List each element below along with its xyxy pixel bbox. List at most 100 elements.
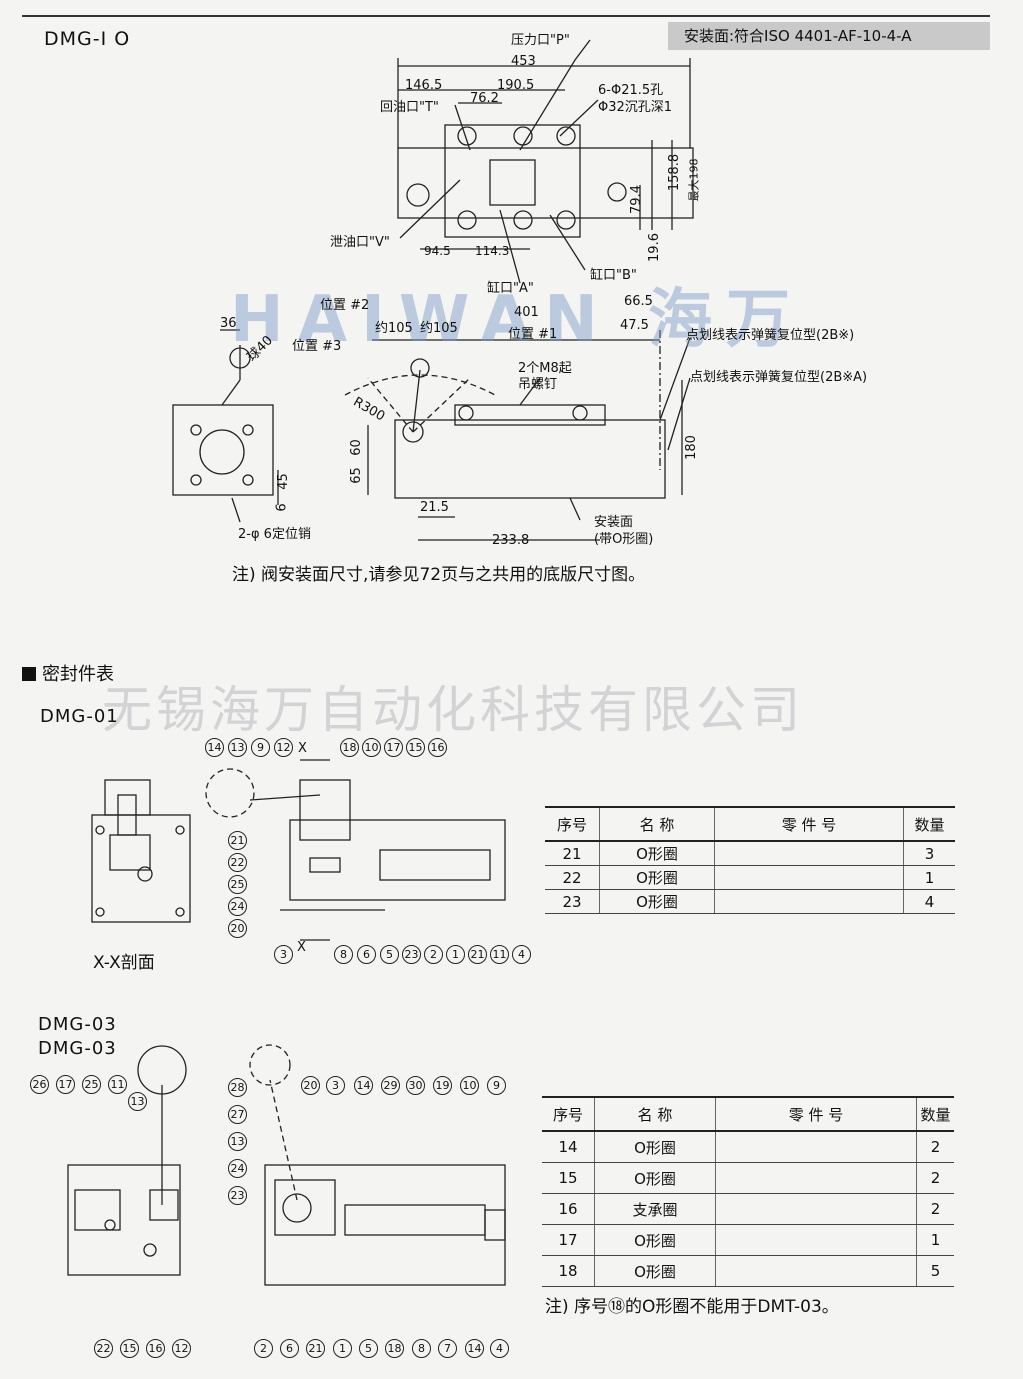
dim-19: 19.6 bbox=[646, 233, 662, 262]
bubble: 27 bbox=[228, 1105, 247, 1124]
bubble: 5 bbox=[359, 1339, 378, 1358]
bubble: 5 bbox=[380, 945, 399, 964]
label-pos2: 位置 #2 bbox=[320, 298, 370, 313]
table-cell bbox=[714, 889, 904, 914]
bubble: 20 bbox=[301, 1076, 320, 1095]
table-cell: 15 bbox=[542, 1162, 595, 1194]
bubble: 8 bbox=[334, 945, 353, 964]
dim-45: 45 bbox=[275, 473, 291, 490]
top-rule bbox=[22, 15, 990, 17]
bubble: 4 bbox=[512, 945, 531, 964]
dmg03-section-body bbox=[67, 1164, 181, 1276]
bubble: 14 bbox=[465, 1339, 484, 1358]
label-pressure-port: 压力口"P" bbox=[511, 33, 570, 48]
table-cell: 21 bbox=[545, 841, 600, 866]
table-cell: 1 bbox=[916, 1224, 954, 1256]
dim-190: 190.5 bbox=[497, 78, 535, 93]
dim-36: 36 bbox=[220, 316, 237, 331]
dim-65: 65 bbox=[348, 467, 364, 484]
col-qty: 数量 bbox=[916, 1096, 954, 1132]
bubble: 12 bbox=[274, 738, 293, 757]
label-mount-face: 安装面 bbox=[594, 515, 634, 530]
label-spring-type1: 点划线表示弹簧复位型(2B※) bbox=[686, 328, 855, 343]
col-qty: 数量 bbox=[903, 806, 955, 842]
bubble: 8 bbox=[412, 1339, 431, 1358]
table-cell: 1 bbox=[903, 865, 955, 890]
seal-table-title: 密封件表 bbox=[42, 664, 114, 685]
dmg03-label-2: DMG-03 bbox=[38, 1038, 117, 1059]
dmg01-front-body bbox=[289, 819, 506, 901]
dim-401: 401 bbox=[514, 305, 539, 320]
company-watermark: 无锡海万自动化科技有限公司 bbox=[102, 681, 804, 739]
table-cell: O形圈 bbox=[599, 865, 715, 890]
col-part-no: 零 件 号 bbox=[715, 1096, 917, 1132]
bubble: 13 bbox=[228, 738, 247, 757]
bubble: 10 bbox=[362, 738, 381, 757]
table-cell: 22 bbox=[545, 865, 600, 890]
table-cell: O形圈 bbox=[594, 1131, 716, 1163]
dim-453: 453 bbox=[511, 54, 536, 69]
bubble: 21 bbox=[468, 945, 487, 964]
bubble: 9 bbox=[487, 1076, 506, 1095]
table-cell bbox=[715, 1255, 917, 1287]
col-part-no: 零 件 号 bbox=[714, 806, 904, 842]
bubble: 4 bbox=[490, 1339, 509, 1358]
table-cell: O形圈 bbox=[599, 889, 715, 914]
table-cell: 2 bbox=[916, 1162, 954, 1194]
table-cell bbox=[715, 1193, 917, 1225]
bubble: 11 bbox=[490, 945, 509, 964]
dim-114: 114.3 bbox=[475, 244, 510, 258]
valve-plan-body bbox=[397, 147, 694, 219]
table-cell: 2 bbox=[916, 1131, 954, 1163]
dim-79: 79.4 bbox=[628, 185, 644, 214]
bubble: 16 bbox=[146, 1339, 165, 1358]
dmg03-label-1: DMG-03 bbox=[38, 1014, 117, 1035]
table-cell: 14 bbox=[542, 1131, 595, 1163]
table-cell bbox=[715, 1224, 917, 1256]
table-cell bbox=[714, 865, 904, 890]
bubble: 23 bbox=[402, 945, 421, 964]
table-cell: 18 bbox=[542, 1255, 595, 1287]
dim-21: 21.5 bbox=[420, 500, 449, 515]
dim-66: 66.5 bbox=[624, 294, 653, 309]
x-mark-top: X bbox=[298, 741, 307, 756]
bubble: 2 bbox=[254, 1339, 273, 1358]
bubble: 23 bbox=[228, 1186, 247, 1205]
bubble: 24 bbox=[228, 897, 247, 916]
label-mount-face-2: (带O形圈) bbox=[594, 532, 654, 547]
table-cell: 支承圈 bbox=[594, 1193, 716, 1225]
table-cell bbox=[715, 1162, 917, 1194]
bubble: 1 bbox=[446, 945, 465, 964]
section-square-icon bbox=[22, 667, 36, 681]
label-locating-pins: 2-φ 6定位销 bbox=[238, 527, 311, 542]
dim-180: 180 bbox=[683, 435, 699, 460]
dmg03-front-body bbox=[264, 1164, 506, 1286]
bubble: 7 bbox=[438, 1339, 457, 1358]
bubble: 12 bbox=[172, 1339, 191, 1358]
table-cell: O形圈 bbox=[594, 1162, 716, 1194]
table-cell bbox=[715, 1131, 917, 1163]
label-max-height: 最大198 bbox=[687, 158, 701, 202]
bubble: 21 bbox=[306, 1339, 325, 1358]
col-no: 序号 bbox=[542, 1096, 595, 1132]
model-title: DMG-I O bbox=[44, 28, 131, 50]
bubble: 22 bbox=[228, 853, 247, 872]
bubble: 14 bbox=[354, 1076, 373, 1095]
bubble: 24 bbox=[228, 1159, 247, 1178]
dim-146: 146.5 bbox=[405, 78, 443, 93]
table-cell: 17 bbox=[542, 1224, 595, 1256]
bubble: 26 bbox=[30, 1075, 49, 1094]
bubble: 17 bbox=[56, 1075, 75, 1094]
bubble: 25 bbox=[228, 875, 247, 894]
bubble: 16 bbox=[428, 738, 447, 757]
label-port-b: 缸口"B" bbox=[590, 268, 637, 283]
bubble: 21 bbox=[228, 831, 247, 850]
valve-plan-plate bbox=[444, 124, 581, 238]
table-cell: 5 bbox=[916, 1255, 954, 1287]
